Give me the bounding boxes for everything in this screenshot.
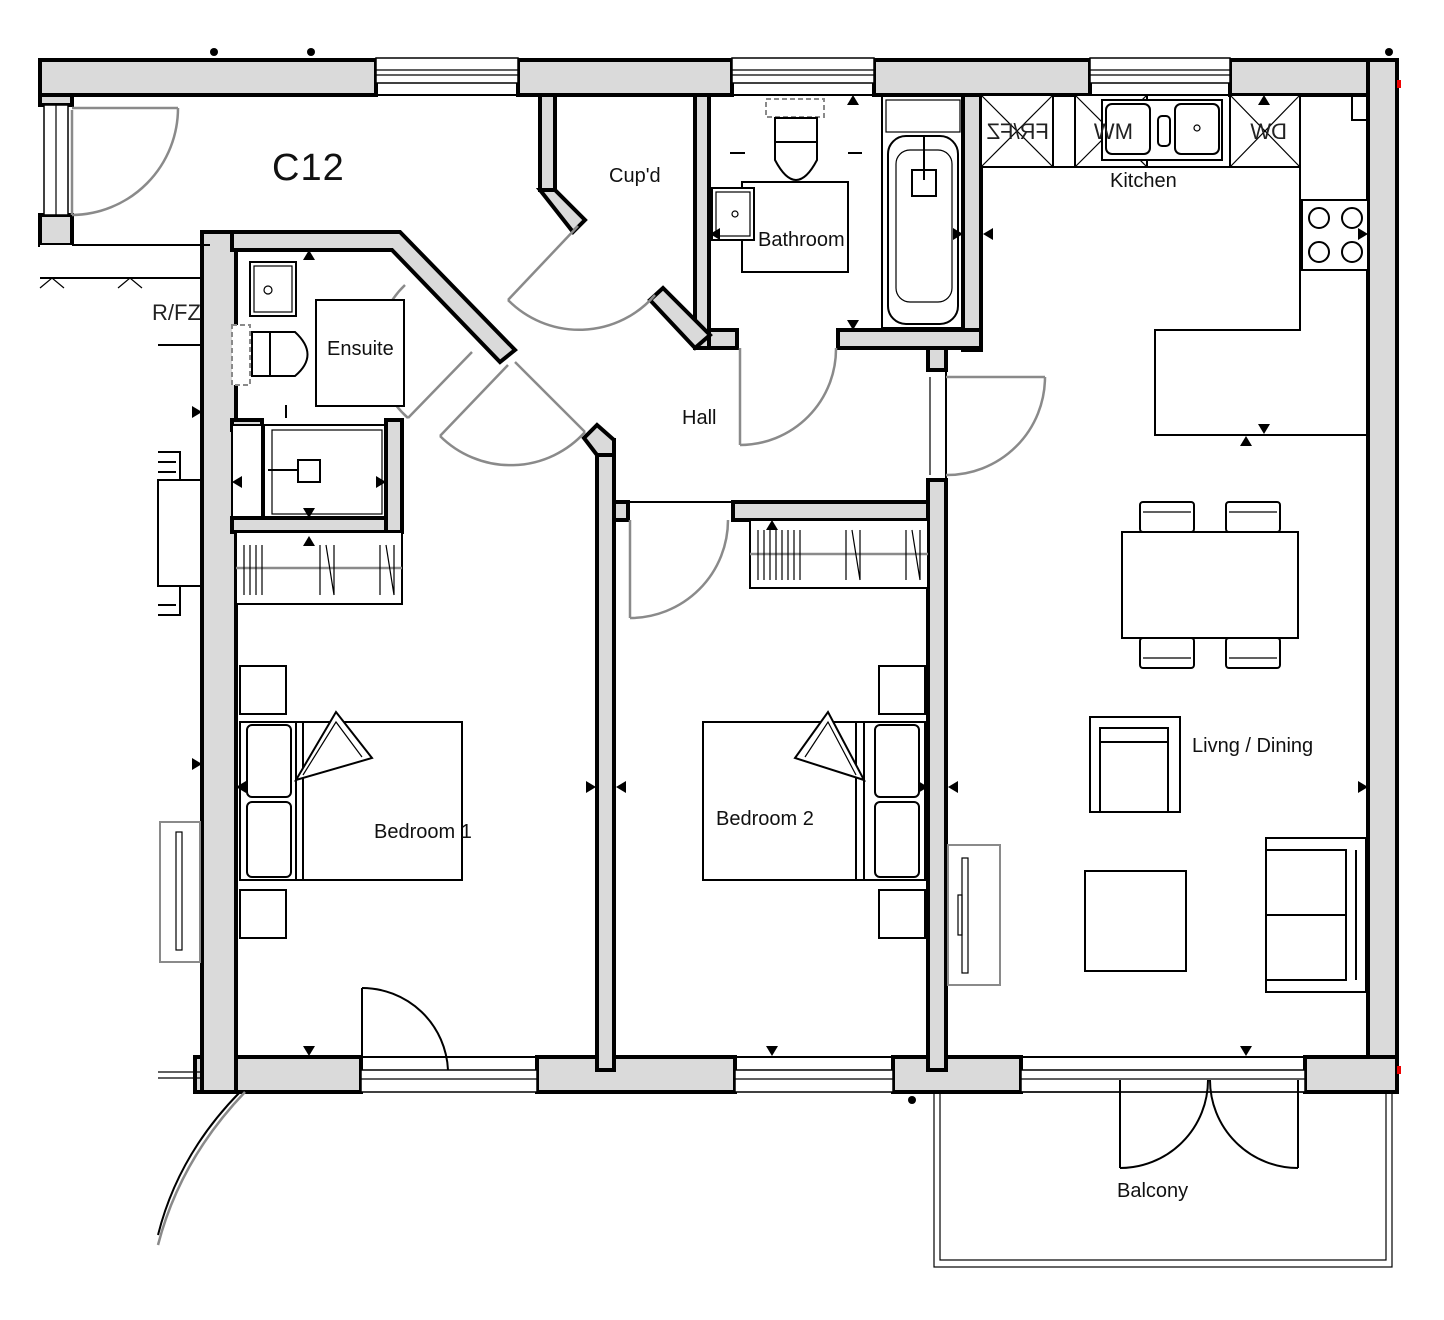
room-label-bathroom: Bathroom (758, 229, 845, 251)
room-label-ensuite: Ensuite (327, 338, 394, 360)
room-label-living: Livng / Dining (1192, 735, 1313, 757)
bedroom1-furniture (239, 665, 463, 939)
appliance-label-dishwasher: DW (1250, 119, 1287, 144)
room-label-balcony: Balcony (1117, 1180, 1188, 1202)
ensuite-fixtures (231, 261, 405, 518)
unit-code: C12 (272, 147, 345, 189)
windows (43, 57, 1306, 1093)
doors (70, 106, 1299, 1246)
appliance-label-microwave: MW (1094, 119, 1133, 144)
room-label-kitchen: Kitchen (1110, 170, 1177, 192)
appliance-label-fridge-freezer: FR/FZ (987, 119, 1049, 144)
kitchen-fixtures (980, 94, 1369, 271)
balcony (933, 1091, 1393, 1268)
room-label-cupboard: Cup'd (609, 165, 661, 187)
living-furniture (947, 501, 1367, 993)
labels: C12 Cup'd Bathroom Kitchen Ensuite Hall … (152, 119, 1313, 1202)
bedroom2-furniture (702, 665, 926, 939)
neighbour-elements (39, 277, 203, 1079)
room-label-bedroom2: Bedroom 2 (716, 808, 814, 830)
wardrobes (235, 519, 929, 605)
bathroom-fixtures (711, 95, 963, 329)
appliance-label-neighbour-fridge-freezer: R/FZ (152, 300, 201, 325)
room-label-hall: Hall (682, 407, 716, 429)
room-label-bedroom1: Bedroom 1 (374, 821, 472, 843)
markers (192, 48, 1401, 1104)
